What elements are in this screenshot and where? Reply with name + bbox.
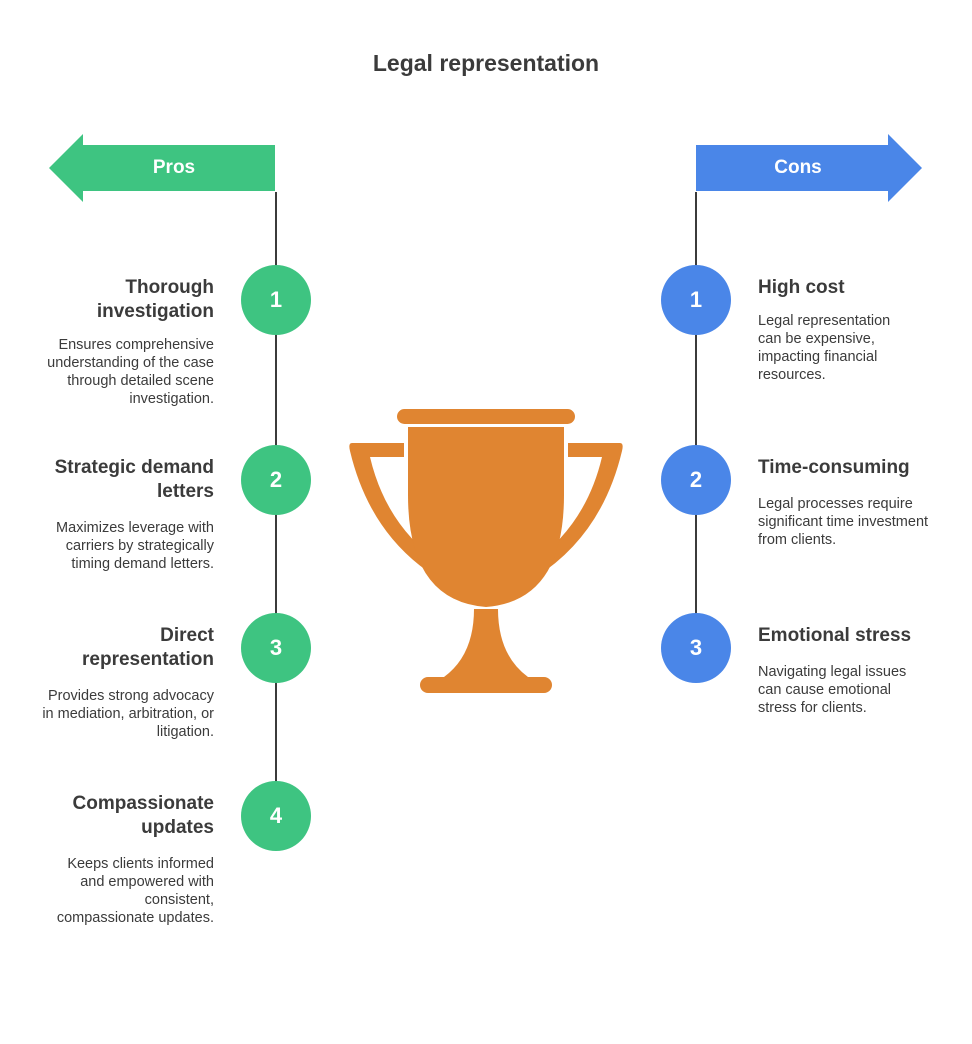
cons-timeline — [695, 192, 697, 614]
cons-number-badge: 2 — [661, 445, 731, 515]
cons-item-heading: High cost — [758, 277, 845, 298]
cons-item-description: Navigating legal issues can cause emotio… — [758, 664, 907, 716]
pros-item-heading: Strategic demand letters — [54, 457, 214, 502]
pros-number-badge: 1 — [241, 265, 311, 335]
cons-arrow — [696, 134, 922, 202]
cons-item-description: Legal processes require significant time… — [758, 496, 929, 548]
pros-number-badge: 3 — [241, 613, 311, 683]
cons-item-heading: Time-consuming — [758, 457, 910, 478]
pros-item-description: Provides strong advocacy in mediation, a… — [42, 688, 214, 740]
cons-number-badge: 3 — [661, 613, 731, 683]
cons-item-heading: Emotional stress — [758, 625, 912, 646]
cons-number-badge: 1 — [661, 265, 731, 335]
pros-item-heading: Compassionate updates — [72, 793, 214, 838]
pros-item-heading: Direct representation — [82, 625, 214, 670]
pros-item-heading: Thorough investigation — [96, 277, 214, 322]
pros-item-description: Maximizes leverage with carriers by stra… — [56, 520, 214, 572]
trophy-icon — [349, 409, 623, 693]
pros-item-description: Ensures comprehensive understanding of t… — [47, 337, 214, 407]
pros-number-badge: 4 — [241, 781, 311, 851]
cons-item-description: Legal representation can be expensive, i… — [758, 313, 891, 383]
pros-label: Pros — [152, 157, 196, 178]
pros-arrow — [49, 134, 275, 202]
pros-item-description: Keeps clients informed and empowered wit… — [56, 856, 214, 926]
diagram-title: Legal representation — [372, 50, 600, 76]
pros-number-badge: 2 — [241, 445, 311, 515]
cons-label: Cons — [774, 157, 822, 178]
